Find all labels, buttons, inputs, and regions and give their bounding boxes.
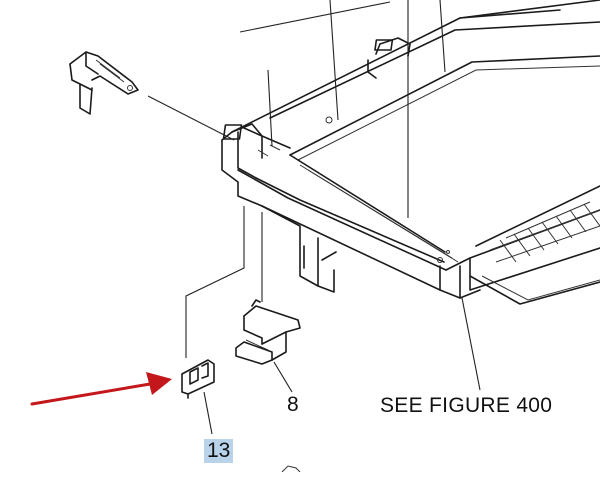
tray-assembly xyxy=(221,0,600,305)
red-arrow xyxy=(30,372,172,406)
latch-part xyxy=(69,51,139,115)
bottom-partial-part xyxy=(281,465,301,473)
leader-lines xyxy=(147,0,481,435)
part-8-label: 8 xyxy=(287,393,299,416)
part-8-bracket xyxy=(235,299,301,365)
part-13-label-highlighted: 13 xyxy=(204,439,234,463)
part-13-clip xyxy=(181,359,215,399)
see-figure-400-label: SEE FIGURE 400 xyxy=(380,394,553,417)
